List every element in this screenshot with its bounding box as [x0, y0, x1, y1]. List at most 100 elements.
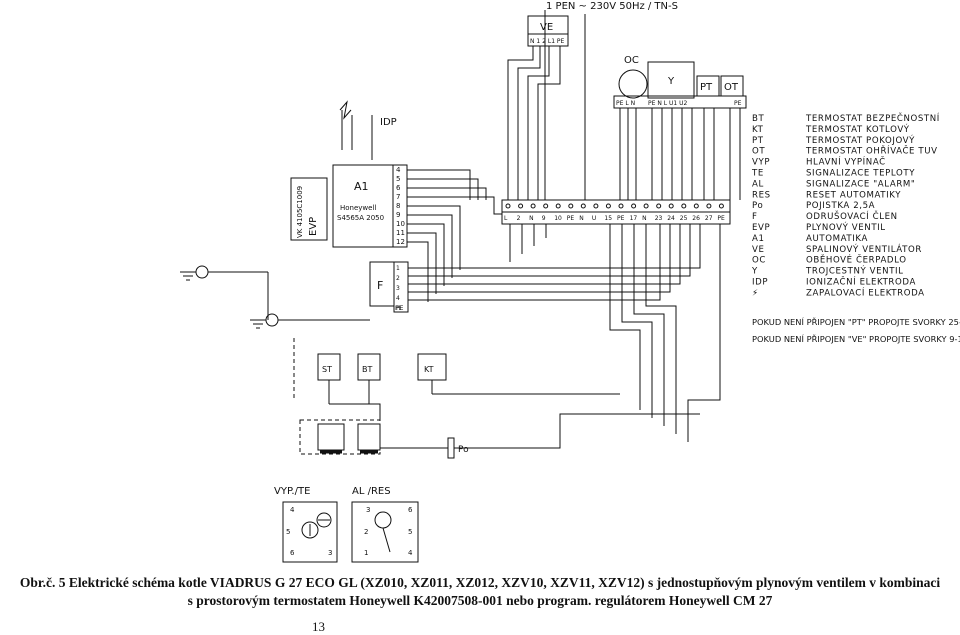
terminal-label: N [529, 215, 534, 222]
legend-description: SIGNALIZACE TEPLOTY [806, 169, 915, 179]
a1-model: S4565A 2050 [337, 214, 384, 222]
evp-label: EVP [308, 217, 319, 236]
f-pin: 1 [396, 265, 400, 272]
note-pt: POKUD NENÍ PŘIPOJEN "PT" PROPOJTE SVORKY… [752, 316, 960, 327]
terminal-label: 17 [630, 215, 638, 222]
a1-pin: 10 [396, 220, 405, 228]
f-pin: 4 [396, 295, 400, 302]
pt-label: PT [700, 82, 713, 93]
al-res-label: AL /RES [352, 486, 391, 497]
f-pin: 3 [396, 285, 400, 292]
al-pin-mid-left: 2 [364, 528, 368, 536]
terminal-screw [643, 203, 649, 209]
legend-code: RES [752, 190, 771, 200]
legend-code: Y [751, 267, 758, 277]
terminal-label: 27 [705, 215, 713, 222]
al-pin-top: 3 [366, 506, 370, 514]
legend-code: A1 [752, 234, 765, 244]
figure-caption-line-2: s prostorovým termostatem Honeywell K420… [187, 593, 773, 608]
terminal-label: PE [567, 215, 575, 222]
valve-terminals: PE N L U1 U2 [648, 100, 687, 107]
terminal-label: L [504, 215, 508, 222]
vyp-pin-bottom-left: 6 [290, 549, 295, 557]
f-pin-list: 1 2 3 4PE [396, 265, 404, 312]
st-label: ST [322, 365, 332, 374]
vyp-pin-mid-left: 5 [286, 528, 290, 536]
f-pin: 2 [396, 275, 400, 282]
legend-code: F [752, 212, 758, 222]
ot-terminal: PE [734, 100, 742, 107]
legend-code: TE [751, 169, 764, 179]
legend-code: ⚡ [752, 288, 759, 298]
terminal-label: PE [717, 215, 725, 222]
figure-caption-line-1: Obr.č. 5 Elektrické schéma kotle VIADRUS… [19, 575, 941, 590]
legend-description: RESET AUTOMATIKY [806, 190, 901, 200]
bt-label: BT [362, 365, 372, 374]
f-pe: PE [395, 305, 403, 312]
a1-pin: 12 [396, 238, 405, 246]
terminal-label: 26 [692, 215, 700, 222]
legend-description: HLAVNÍ VYPÍNAČ [806, 156, 886, 168]
legend-code: VYP [752, 158, 770, 168]
al-pin-bottom-right: 4 [408, 549, 413, 557]
legend-description: OBĚHOVÉ ČERPADLO [806, 254, 907, 266]
vyp-pin-top: 4 [290, 506, 295, 514]
al-pin-right-top: 6 [408, 506, 413, 514]
legend-code: OT [752, 147, 765, 157]
ve-terminals: N 1 2 L1 PE [530, 38, 565, 45]
terminal-label: U [592, 215, 596, 222]
terminal-screw [631, 203, 637, 209]
legend-description: PLYNOVÝ VENTIL [806, 221, 886, 233]
vyp-te-label: VYP./TE [274, 486, 310, 497]
a1-pin: 5 [396, 175, 400, 183]
wiring-diagram: 1 PEN ~ 230V 50Hz / TN-S VE N 1 2 L1 PE … [180, 1, 960, 563]
pump-terminals: PE L N [616, 100, 635, 107]
terminal-label: N [642, 215, 647, 222]
oc-label: OC [624, 55, 639, 66]
al-pin-right-mid: 5 [408, 528, 412, 536]
a1-pin: 11 [396, 229, 405, 237]
terminal-screw [568, 203, 574, 209]
terminal-screw [593, 203, 599, 209]
terminal-screw [580, 203, 586, 209]
legend-code: BT [752, 114, 764, 124]
a1-label: A1 [354, 180, 369, 193]
terminal-screw [618, 203, 624, 209]
legend-code: OC [752, 256, 766, 266]
terminal-label: 23 [655, 215, 663, 222]
vyp-pin-bottom-right: 3 [328, 549, 332, 557]
terminal-label: 2 [517, 215, 521, 222]
legend-description: ODRUŠOVACÍ ČLEN [806, 210, 898, 222]
f-label: F [377, 279, 383, 292]
terminal-screw [530, 203, 536, 209]
al-pin-bottom-left: 1 [364, 549, 368, 557]
terminal-label: 15 [604, 215, 612, 222]
evp-model: VK 4105C1009 [296, 186, 304, 238]
terminal-screw [706, 203, 712, 209]
kt-label: KT [424, 365, 434, 374]
a1-pin: 4 [396, 166, 401, 174]
legend-code: IDP [752, 278, 768, 288]
terminal-label: PE [617, 215, 625, 222]
terminal-screw [693, 203, 699, 209]
legend-description: TERMOSTAT KOTLOVÝ [805, 123, 910, 135]
terminal-screw [518, 203, 524, 209]
legend-description: SPALINOVÝ VENTILÁTOR [806, 243, 922, 255]
legend-description: TROJCESTNÝ VENTIL [805, 265, 904, 277]
legend-description: TERMOSTAT BEZPEČNOSTNÍ [805, 112, 940, 124]
legend-description: TERMOSTAT OHŘÍVAČE TUV [805, 145, 938, 157]
legend-code: Po [752, 201, 763, 211]
terminal-screw [656, 203, 662, 209]
legend-description: POJISTKA 2,5A [806, 201, 875, 211]
po-label: Po [458, 445, 469, 455]
legend-description: ZAPALOVACÍ ELEKTRODA [806, 286, 925, 298]
ot-label: OT [724, 82, 739, 93]
terminal-screw [505, 203, 511, 209]
terminal-screw [543, 203, 549, 209]
terminal-screw [668, 203, 674, 209]
legend-code: EVP [752, 223, 770, 233]
terminal-label: 24 [667, 215, 675, 222]
idp-label: IDP [380, 117, 397, 128]
